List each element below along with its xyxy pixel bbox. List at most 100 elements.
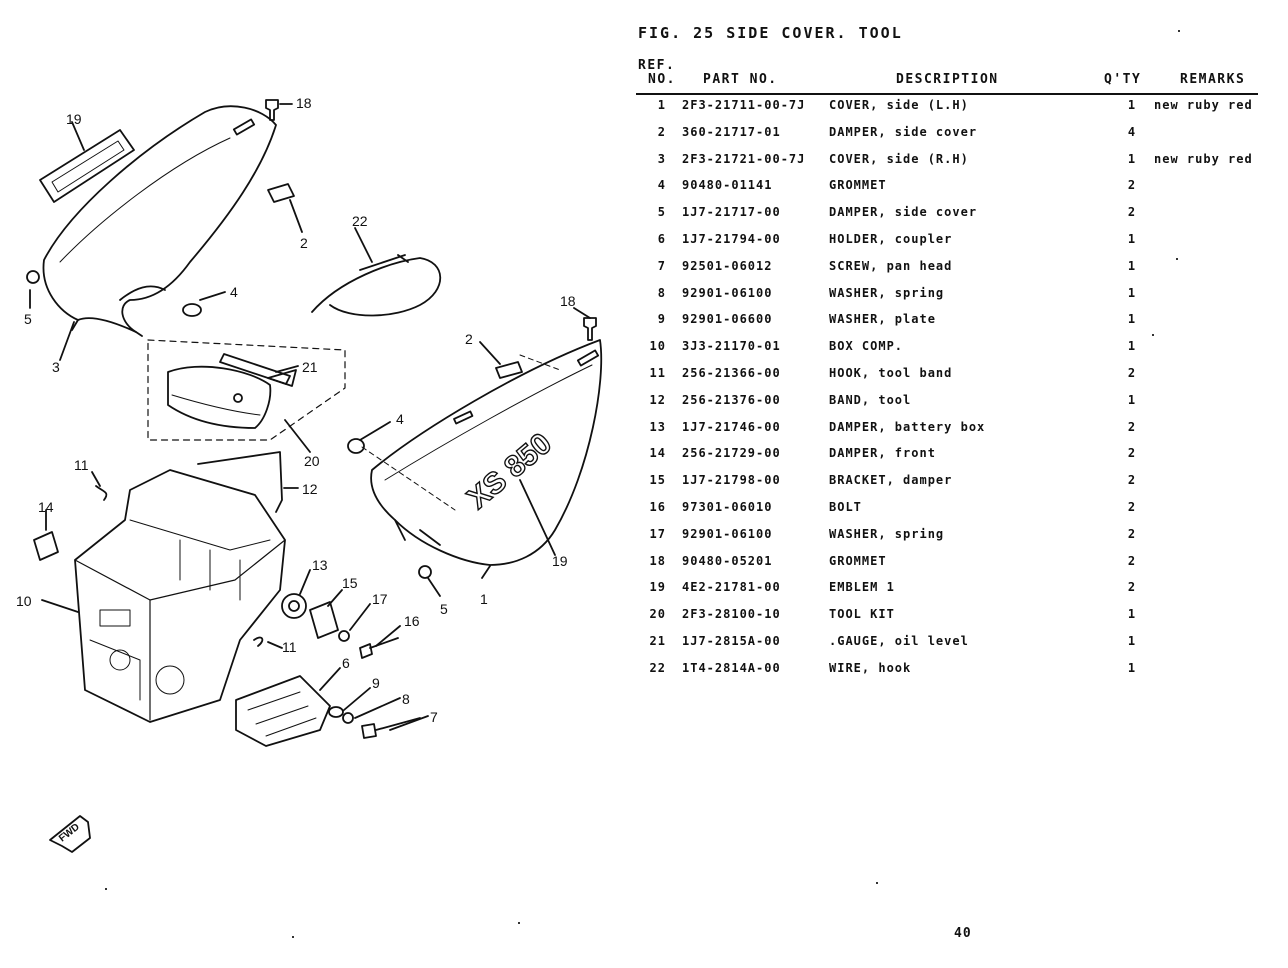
qty-cell: 2 xyxy=(1127,178,1137,193)
ref-cell: 21 xyxy=(649,633,666,648)
description-cell: BOLT xyxy=(829,499,862,514)
ref-cell: 5 xyxy=(657,205,666,220)
scan-speck xyxy=(876,882,878,884)
description-cell: EMBLEM 1 xyxy=(829,580,895,595)
callout-11: 11 xyxy=(74,457,89,473)
remarks-cell: new ruby red xyxy=(1154,151,1253,166)
right-side-cover xyxy=(370,339,603,566)
callout-20: 20 xyxy=(304,453,320,469)
fwd-arrow xyxy=(49,815,91,853)
ref-cell: 10 xyxy=(649,339,666,354)
description-cell: WASHER, spring xyxy=(829,526,945,541)
ref-cell: 11 xyxy=(649,365,666,380)
ref-cell: 15 xyxy=(649,473,666,488)
description-cell: BRACKET, damper xyxy=(829,473,953,488)
ref-cell: 12 xyxy=(649,392,666,407)
qty-cell: 2 xyxy=(1127,473,1137,488)
fwd-label: FWD xyxy=(57,822,82,845)
ref-cell: 1 xyxy=(657,98,666,112)
qty-cell: 2 xyxy=(1127,553,1137,568)
description-cell: BOX COMP. xyxy=(829,339,904,354)
qty-cell: 4 xyxy=(1127,124,1137,139)
ref-cell: 18 xyxy=(649,553,666,568)
qty-cell: 1 xyxy=(1127,392,1137,407)
qty-cell: 1 xyxy=(1127,607,1137,622)
qty-cell: 1 xyxy=(1127,258,1137,273)
qty-cell: 2 xyxy=(1127,580,1137,595)
part-no-cell: 256-21376-00 xyxy=(682,392,781,407)
qty-cell: 2 xyxy=(1127,499,1137,514)
header-qty: Q'TY xyxy=(1104,72,1142,87)
part-no-cell: 1J7-2815A-00 xyxy=(682,633,781,648)
part-no-cell: 92901-06600 xyxy=(682,312,773,327)
callout-19: 19 xyxy=(66,111,82,127)
ref-cell: 2 xyxy=(657,124,666,139)
description-cell: GROMMET xyxy=(829,178,887,193)
qty-cell: 2 xyxy=(1127,446,1137,461)
page-number: 40 xyxy=(954,926,972,941)
callout-17: 17 xyxy=(372,591,388,607)
part-no-cell: 92501-06012 xyxy=(682,258,773,273)
description-cell: HOOK, tool band xyxy=(829,365,953,380)
qty-cell: 2 xyxy=(1127,419,1137,434)
callout-10: 10 xyxy=(16,593,32,609)
figure-title: FIG. 25 SIDE COVER. TOOL xyxy=(638,24,903,42)
description-cell: SCREW, pan head xyxy=(829,258,953,273)
ref-cell: 13 xyxy=(649,419,666,434)
part-no-cell: 1J7-21717-00 xyxy=(682,205,781,220)
callout-14: 14 xyxy=(38,499,54,515)
ref-cell: 7 xyxy=(657,258,666,273)
callout-4-right: 4 xyxy=(396,411,404,427)
callout-13: 13 xyxy=(312,557,328,573)
callout-1: 1 xyxy=(480,591,488,607)
part-no-cell: 90480-05201 xyxy=(682,553,773,568)
description-cell: COVER, side (R.H) xyxy=(829,151,969,166)
description-cell: WASHER, plate xyxy=(829,312,936,327)
description-cell: WASHER, spring xyxy=(829,285,945,300)
ref-cell: 20 xyxy=(649,607,666,622)
part-no-cell: 92901-06100 xyxy=(682,285,773,300)
callout-3: 3 xyxy=(52,359,60,375)
callout-11-lower: 11 xyxy=(282,639,297,655)
callout-4: 4 xyxy=(230,284,238,300)
emblem-left xyxy=(39,129,135,203)
callout-9: 9 xyxy=(372,675,380,691)
ref-cell: 8 xyxy=(657,285,666,300)
qty-cell: 1 xyxy=(1127,312,1137,327)
qty-cell: 1 xyxy=(1127,660,1137,675)
ref-cell: 22 xyxy=(649,660,666,675)
qty-cell: 2 xyxy=(1127,205,1137,220)
callout-7: 7 xyxy=(430,709,438,725)
header-ref-bottom: NO. xyxy=(648,72,676,87)
callout-15: 15 xyxy=(342,575,358,591)
ref-cell: 14 xyxy=(649,446,666,461)
callout-8: 8 xyxy=(402,691,410,707)
callout-2: 2 xyxy=(300,235,308,251)
description-cell: WIRE, hook xyxy=(829,660,912,675)
part-no-cell: 256-21366-00 xyxy=(682,365,781,380)
qty-cell: 1 xyxy=(1127,151,1137,166)
exploded-parts-diagram: XS 850 FWD 19 18 2 22 4 5 3 21 20 18 2 4… xyxy=(16,95,603,853)
battery-box xyxy=(74,469,286,723)
scan-speck xyxy=(1152,334,1154,336)
qty-cell: 2 xyxy=(1127,526,1137,541)
qty-cell: 1 xyxy=(1127,98,1137,112)
scan-speck xyxy=(292,936,294,938)
qty-cell: 1 xyxy=(1127,285,1137,300)
part-no-cell: 3J3-21170-01 xyxy=(682,339,781,354)
callout-12: 12 xyxy=(302,481,318,497)
callout-21: 21 xyxy=(302,359,318,375)
ref-cell: 6 xyxy=(657,231,666,246)
part-no-cell: 92901-06100 xyxy=(682,526,773,541)
